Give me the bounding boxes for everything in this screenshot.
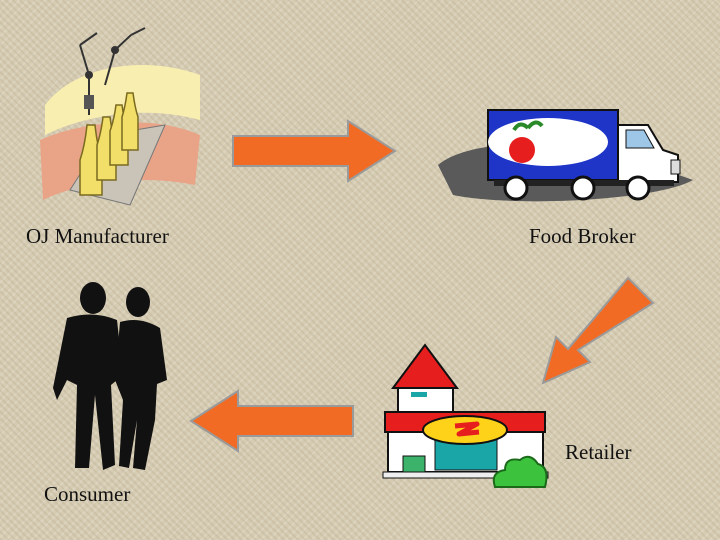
broker-label: Food Broker: [529, 224, 636, 248]
consumer-label: Consumer: [44, 482, 131, 506]
retailer-label: Retailer: [565, 440, 632, 464]
arrow-left-icon: [189, 389, 354, 453]
bottling-line-icon: [40, 27, 200, 206]
delivery-truck-icon: [438, 109, 693, 202]
manufacturer-label: OJ Manufacturer: [26, 224, 169, 248]
arrow-right-icon: [232, 119, 397, 183]
store-icon: [382, 343, 549, 479]
arrow-down-left-icon: [541, 276, 655, 385]
bush-icon: [492, 455, 548, 488]
couple-silhouette-icon: [53, 282, 167, 470]
